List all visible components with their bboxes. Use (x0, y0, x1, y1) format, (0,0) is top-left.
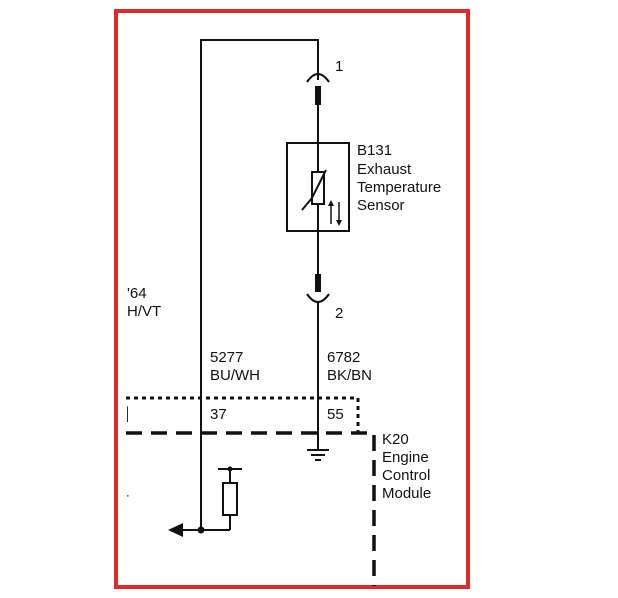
wire-right-circuit: 6782 (327, 349, 360, 366)
voltage-reference-dot (227, 466, 233, 472)
module-name-line1: Engine (382, 449, 429, 466)
wire-5277 (200, 39, 319, 530)
sensor-name-line1: Exhaust (357, 161, 412, 178)
module-name-line2: Control (382, 467, 430, 484)
arrow-down-head (336, 220, 342, 226)
module-ref: K20 (382, 431, 409, 448)
pullup-resistor (222, 482, 238, 516)
module-boundary-dashed (126, 431, 376, 586)
module-boundary-dotted (126, 396, 360, 432)
connector-1-cup (306, 73, 330, 83)
module-name-line3: Module (382, 485, 431, 502)
left-cut-pin: │ (124, 406, 132, 422)
left-cut-color: H/VT (127, 303, 161, 320)
wire-left-pin: 37 (210, 406, 227, 423)
sensor-name-line2: Temperature (357, 179, 441, 196)
wire-right-color: BK/BN (327, 367, 372, 384)
connector-2-label: 2 (335, 305, 343, 322)
left-cut-circuit: '64 (127, 285, 147, 302)
arrow-up-head (328, 200, 334, 206)
wire-left-circuit: 5277 (210, 349, 243, 366)
stray-mark: ˙ (126, 493, 131, 510)
sensor-ref: B131 (357, 142, 392, 159)
sensor-name-line3: Sensor (357, 197, 405, 214)
connector-1-label: 1 (335, 58, 343, 75)
thermistor-slash (301, 169, 327, 211)
highlight-frame (114, 9, 470, 589)
wire-right-pin: 55 (327, 406, 344, 423)
wire-left-color: BU/WH (210, 367, 260, 384)
arrow-left-icon (168, 523, 183, 537)
connector-2-cup (306, 293, 330, 303)
